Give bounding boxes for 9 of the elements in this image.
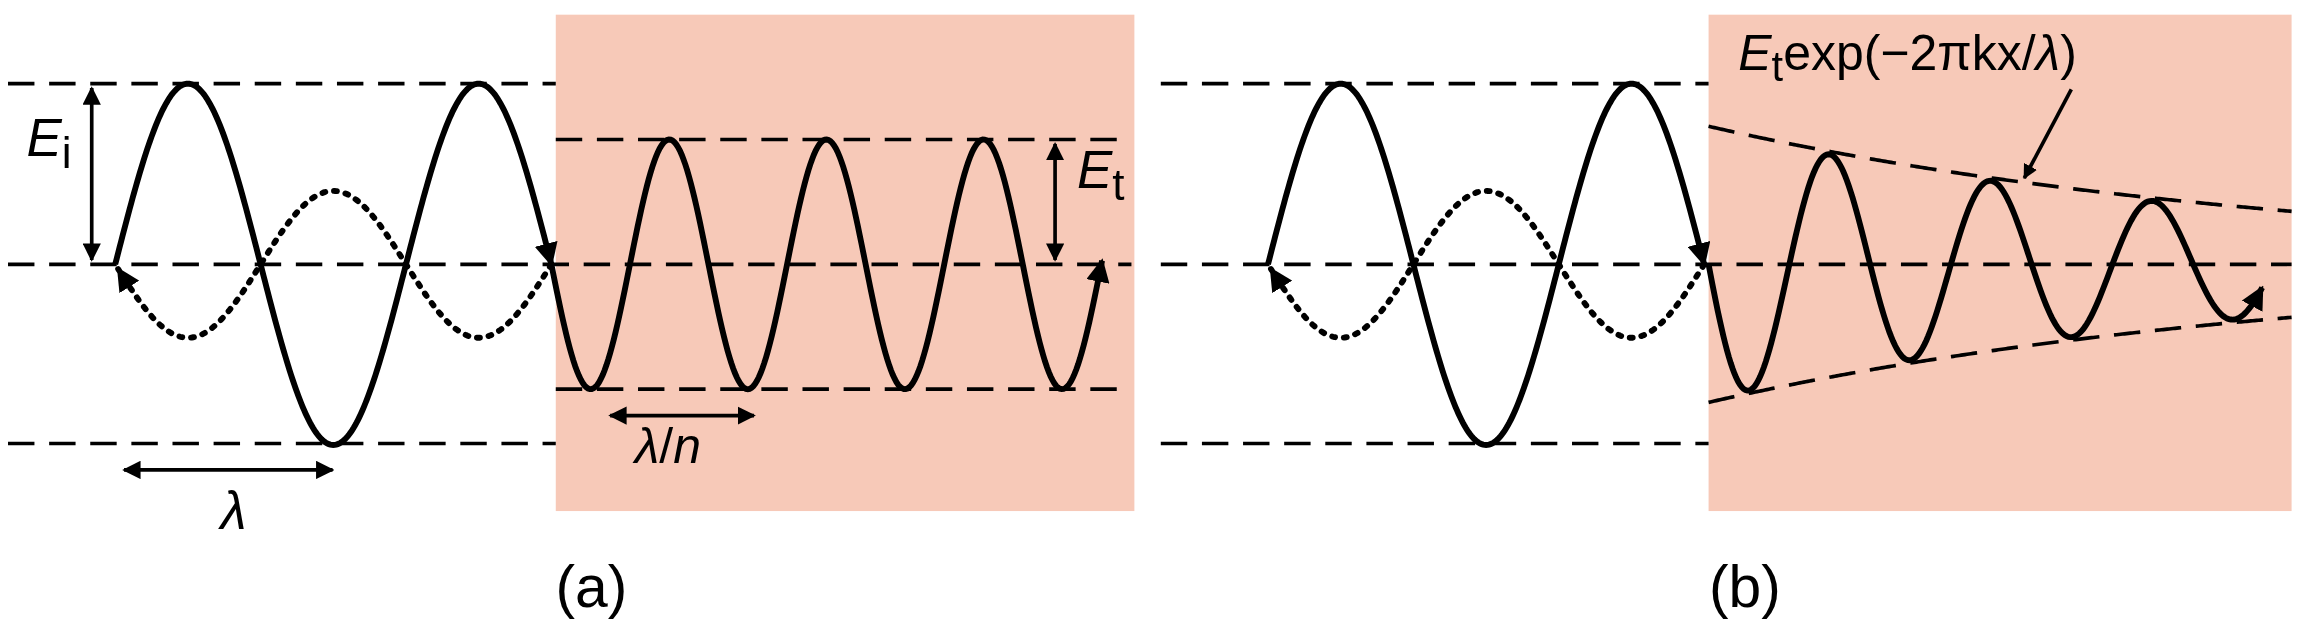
leader-line: [2022, 88, 2073, 180]
amplitude-label: E$_{t}$: [1077, 144, 1125, 207]
envelope-curve: [1708, 124, 2292, 214]
wavelength-label: λ: [220, 484, 247, 538]
formula-text: E$_{t}$exp(−2πkx/λ): [1738, 29, 2077, 88]
amplitude-label: E$_{i}$: [26, 111, 72, 175]
panel-label: (b): [1708, 558, 1781, 618]
wavelength-label: λ/n: [634, 421, 701, 472]
panel-label: (a): [555, 558, 628, 618]
